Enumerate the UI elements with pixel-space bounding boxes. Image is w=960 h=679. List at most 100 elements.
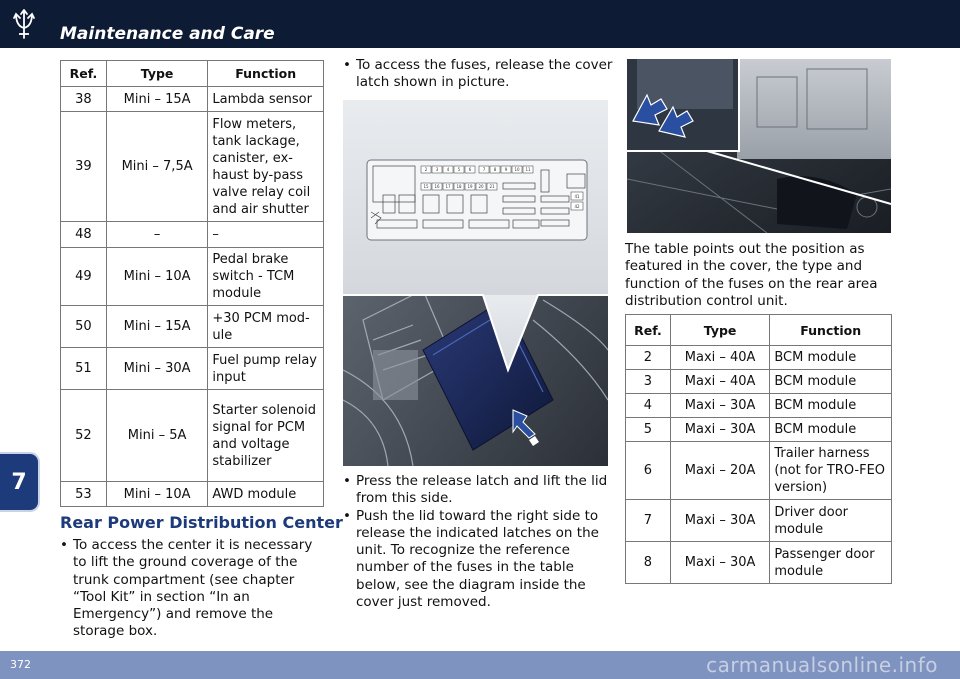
fuse-function: +30 PCM mod-ule — [207, 305, 324, 348]
footer-bar: 372 carmanualsonline.info — [0, 651, 960, 679]
fuse-type: Maxi – 30A — [669, 417, 771, 442]
fuse-function: Flow meters, tank lackage, canister, ex-… — [207, 111, 324, 222]
fuse-type: Maxi – 20A — [669, 441, 771, 500]
diagram-label: 2 — [425, 167, 428, 172]
fuse-type: Maxi – 40A — [669, 369, 771, 394]
page-number: 372 — [10, 658, 31, 671]
column-header-function: Function — [207, 60, 324, 87]
watermark: carmanualsonline.info — [706, 653, 938, 677]
fuse-function: AWD module — [207, 481, 324, 507]
fuse-function: BCM module — [769, 345, 892, 370]
fuse-function: Pedal brake switch - TCM module — [207, 247, 324, 306]
fuse-ref: 5 — [625, 417, 671, 442]
fuse-type: Mini – 30A — [105, 347, 209, 390]
table-row: 53 Mini – 10A AWD module — [60, 481, 324, 507]
fuse-type: Mini – 10A — [105, 481, 209, 507]
fuse-type: Mini – 15A — [105, 305, 209, 348]
diagram-label: 15 — [423, 184, 429, 189]
diagram-label: 6 — [469, 167, 472, 172]
fuse-ref: 2 — [625, 345, 671, 370]
diagram-label: 16 — [434, 184, 440, 189]
table-row: 51 Mini – 30A Fuel pump relay input — [60, 347, 324, 390]
diagram-label: 17 — [445, 184, 451, 189]
diagram-label: 20 — [478, 184, 484, 189]
diagram-label: 19 — [467, 184, 473, 189]
fuse-ref: 3 — [625, 369, 671, 394]
fuse-function: Driver door module — [769, 499, 892, 542]
table-row: 3 Maxi – 40A BCM module — [625, 369, 892, 394]
fuse-function: Passenger door module — [769, 541, 892, 584]
rear-center-bullets: To access the center it is necessary to … — [60, 537, 326, 641]
fuse-type: Maxi – 30A — [669, 499, 771, 542]
rear-fuse-table: Ref. Type Function 2 Maxi – 40A BCM modu… — [625, 314, 892, 584]
diagram-label: 11 — [525, 167, 531, 172]
access-bullets: To access the fuses, release the cover l… — [343, 57, 613, 92]
fuse-function: Fuel pump relay input — [207, 347, 324, 390]
table-row: 39 Mini – 7,5A Flow meters, tank lackage… — [60, 111, 324, 222]
arrow-icon — [632, 93, 694, 138]
latch-photo — [627, 59, 891, 233]
fuse-ref: 51 — [60, 347, 107, 390]
fuse-type: Mini – 15A — [105, 86, 209, 112]
rear-center-heading: Rear Power Distribution Center — [60, 513, 343, 532]
bullet-text: Push the lid toward the right side to re… — [343, 508, 613, 612]
fuse-type: Mini – 5A — [105, 389, 209, 482]
fuse-ref: 48 — [60, 221, 107, 248]
table-row: 49 Mini – 10A Pedal brake switch - TCM m… — [60, 247, 324, 306]
fuse-ref: 7 — [625, 499, 671, 542]
fuse-function: Trailer harness (not for TRO-FEO version… — [769, 441, 892, 500]
fuse-function: BCM module — [769, 369, 892, 394]
fuse-type: Maxi – 30A — [669, 393, 771, 418]
header-bar: Maintenance and Care — [0, 0, 960, 48]
fuse-ref: 49 — [60, 247, 107, 306]
trident-logo-icon — [13, 9, 35, 39]
fuse-ref: 39 — [60, 111, 107, 222]
table-row: 50 Mini – 15A +30 PCM mod-ule — [60, 305, 324, 348]
table-row: 5 Maxi – 30A BCM module — [625, 417, 892, 442]
fuse-type: – — [105, 221, 209, 248]
table-header-row: Ref. Type Function — [625, 314, 892, 346]
front-fuse-table: Ref. Type Function 38 Mini – 15A Lambda … — [60, 60, 324, 507]
table-row: 4 Maxi – 30A BCM module — [625, 393, 892, 418]
table-row: 7 Maxi – 30A Driver door module — [625, 499, 892, 542]
diagram-label: 4 — [447, 167, 450, 172]
table-header-row: Ref. Type Function — [60, 60, 324, 87]
fuse-ref: 8 — [625, 541, 671, 584]
table-row: 6 Maxi – 20A Trailer harness (not for TR… — [625, 441, 892, 500]
column-header-ref: Ref. — [625, 314, 671, 346]
table-row: 8 Maxi – 30A Passenger door module — [625, 541, 892, 584]
bullet-text: To access the fuses, release the cover l… — [343, 57, 613, 92]
fuse-type: Mini – 10A — [105, 247, 209, 306]
column-header-ref: Ref. — [60, 60, 107, 87]
diagram-label: 5 — [458, 167, 461, 172]
fuse-function: – — [207, 221, 324, 248]
section-title: Maintenance and Care — [60, 24, 275, 44]
rear-table-intro: The table points out the position as fea… — [625, 241, 878, 309]
table-row: 2 Maxi – 40A BCM module — [625, 345, 892, 370]
bullet-text: Press the release latch and lift the lid… — [343, 473, 613, 508]
fuse-function: BCM module — [769, 393, 892, 418]
fuse-box-photo: 2 3 4 5 6 7 8 9 10 11 15 16 17 18 19 20 … — [343, 100, 608, 466]
fuse-ref: 6 — [625, 441, 671, 500]
column-header-type: Type — [669, 314, 771, 346]
diagram-label: 42 — [574, 204, 580, 209]
diagram-label: 18 — [456, 184, 462, 189]
fuse-ref: 53 — [60, 481, 107, 507]
diagram-label: 7 — [483, 167, 486, 172]
fuse-type: Mini – 7,5A — [105, 111, 209, 222]
diagram-label: 10 — [514, 167, 520, 172]
table-row: 48 – – — [60, 221, 324, 248]
column-header-type: Type — [105, 60, 209, 87]
diagram-label: 3 — [436, 167, 439, 172]
lid-bullets: Press the release latch and lift the lid… — [343, 473, 613, 611]
fuse-type: Maxi – 30A — [669, 541, 771, 584]
diagram-label: 21 — [489, 184, 495, 189]
table-row: 38 Mini – 15A Lambda sensor — [60, 86, 324, 112]
table-row: 52 Mini – 5A Starter solenoid signal for… — [60, 389, 324, 482]
fuse-ref: 4 — [625, 393, 671, 418]
diagram-label: 8 — [494, 167, 497, 172]
fuse-function: Lambda sensor — [207, 86, 324, 112]
fuse-ref: 52 — [60, 389, 107, 482]
fuse-ref: 50 — [60, 305, 107, 348]
fuse-function: Starter solenoid signal for PCM and volt… — [207, 389, 324, 482]
